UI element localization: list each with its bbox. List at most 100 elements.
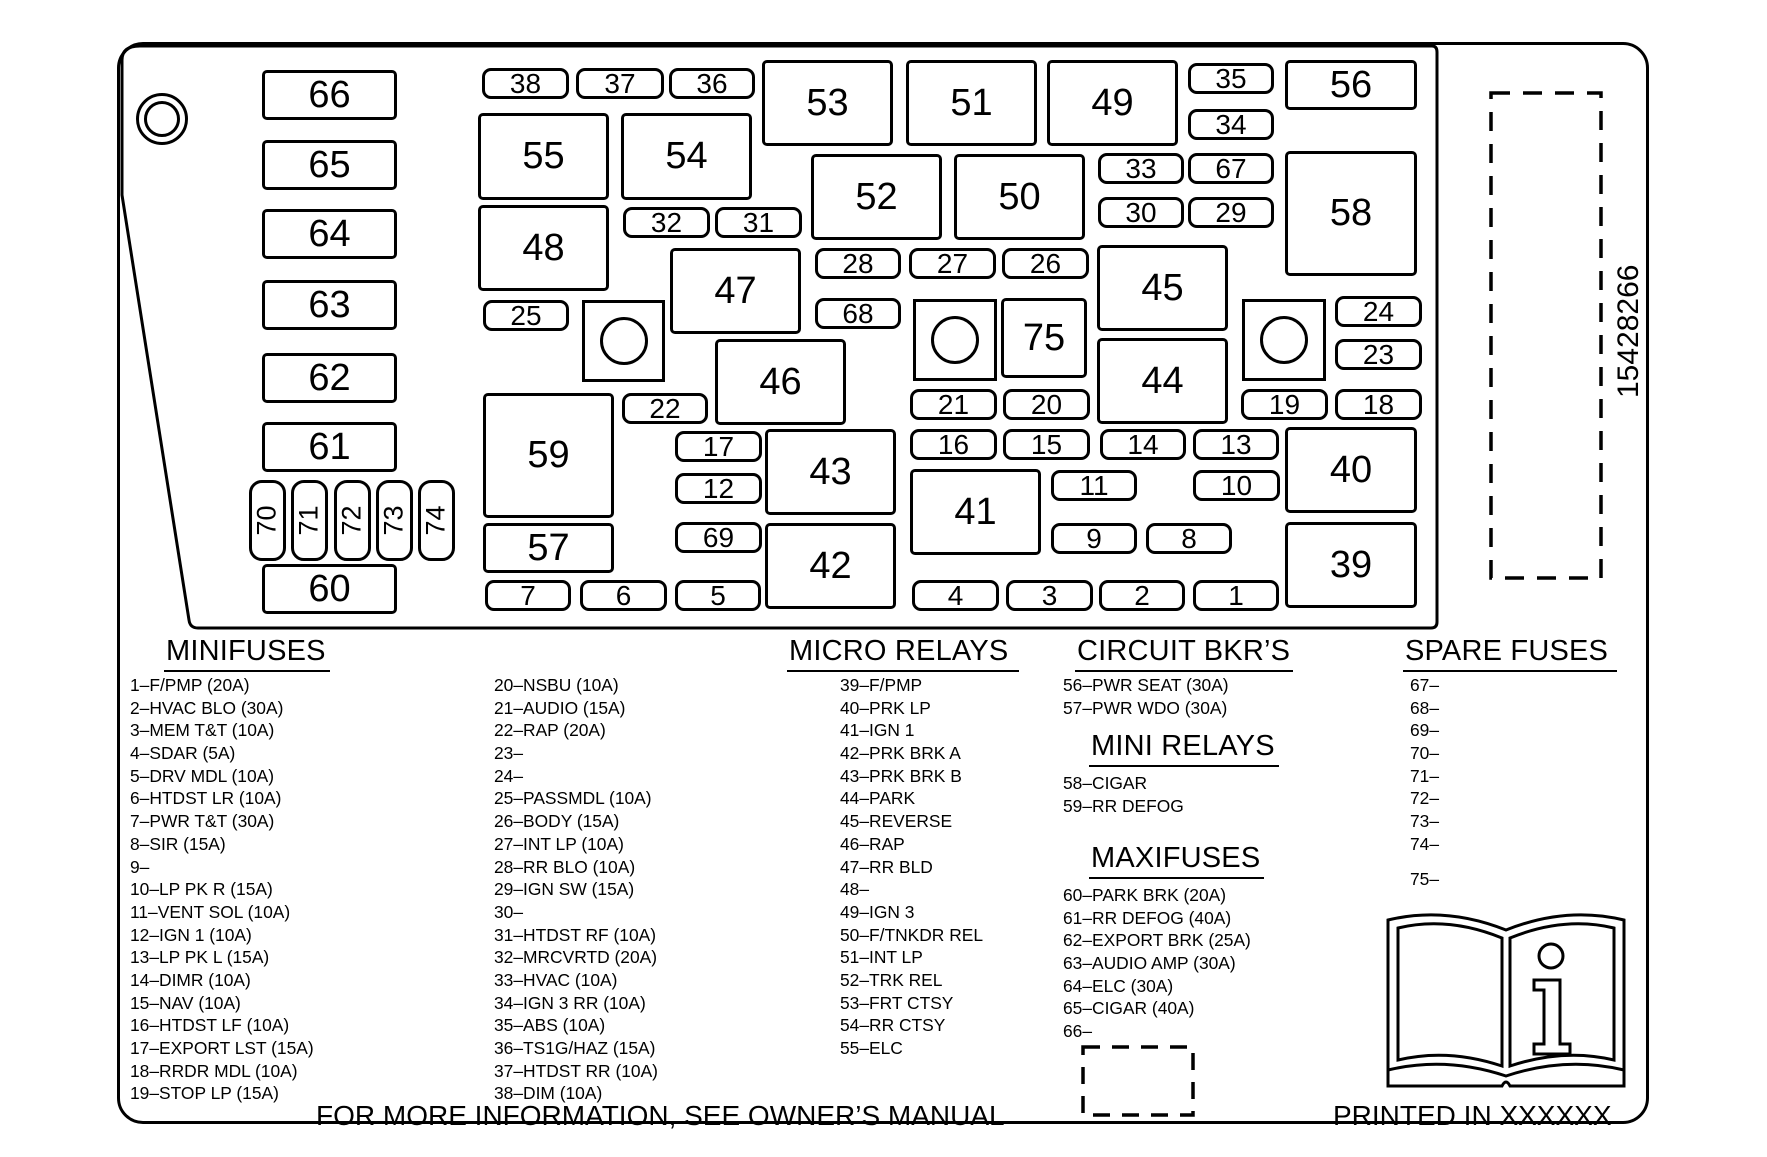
list-item: 55–ELC xyxy=(840,1038,903,1058)
minifuse-18: 18 xyxy=(1335,389,1422,420)
relay-or-maxifuse-57: 57 xyxy=(483,523,614,573)
owners-manual-icon xyxy=(1386,913,1626,1088)
minifuse-20: 20 xyxy=(1003,389,1090,420)
minifuse-21: 21 xyxy=(910,389,997,420)
list-item: 67– xyxy=(1410,675,1440,695)
relay-or-maxifuse-label: 61 xyxy=(308,425,351,468)
list-item: 27–INT LP (10A) xyxy=(494,833,624,854)
list-item: 58–CIGAR xyxy=(1063,773,1148,793)
minifuse-label: 26 xyxy=(1029,247,1062,279)
relay-or-maxifuse-label: 51 xyxy=(950,81,993,124)
minifuse-12: 12 xyxy=(675,473,762,504)
list-item: 43–PRK BRK B xyxy=(840,765,962,786)
list-item: 7–PWR T&T (30A) xyxy=(130,811,275,832)
relay-or-maxifuse-44: 44 xyxy=(1097,338,1228,424)
list-item: 1–F/PMP (20A) xyxy=(130,675,250,695)
relay-or-maxifuse-label: 50 xyxy=(998,175,1041,218)
minifuse-31: 31 xyxy=(715,207,802,238)
relay-or-maxifuse-label: 41 xyxy=(954,490,997,533)
spare-fuses-list: 67–68–69–70–71–72–73–74– xyxy=(1410,674,1439,856)
minifuse-37: 37 xyxy=(576,68,664,99)
list-item: 12–IGN 1 (10A) xyxy=(130,924,252,945)
relay-or-maxifuse-63: 63 xyxy=(262,280,397,330)
relay-or-maxifuse-60: 60 xyxy=(262,564,397,614)
minifuse-10: 10 xyxy=(1193,470,1280,501)
list-item: 48– xyxy=(840,879,870,900)
relay-or-maxifuse-75: 75 xyxy=(1001,298,1087,378)
relay-or-maxifuse-46: 46 xyxy=(715,339,846,425)
minifuse-label: 6 xyxy=(615,579,632,611)
relay-or-maxifuse-62: 62 xyxy=(262,353,397,403)
list-item: 23– xyxy=(494,743,524,764)
minifuse-23: 23 xyxy=(1335,339,1422,370)
relay-or-maxifuse-45: 45 xyxy=(1097,245,1228,331)
relay-or-maxifuse-label: 43 xyxy=(809,450,852,493)
minifuse-24: 24 xyxy=(1335,296,1422,327)
list-item: 30– xyxy=(494,901,524,922)
minifuse-label: 14 xyxy=(1127,428,1159,460)
spare-fuse-slot-73: 73 xyxy=(376,480,413,561)
list-item: 60–PARK BRK (20A) xyxy=(1063,885,1227,905)
minifuse-30: 30 xyxy=(1098,197,1184,228)
list-item: 8–SIR (15A) xyxy=(130,833,226,854)
minifuse-label: 13 xyxy=(1220,428,1252,460)
minifuse-35: 35 xyxy=(1188,63,1274,94)
list-item: 38–DIM (10A) xyxy=(494,1083,603,1104)
list-item: 33–HVAC (10A) xyxy=(494,969,618,990)
list-item: 19–STOP LP (15A) xyxy=(130,1083,279,1104)
list-item: 40–PRK LP xyxy=(840,697,931,718)
list-item: 65–CIGAR (40A) xyxy=(1063,998,1195,1019)
list-item: 36–TS1G/HAZ (15A) xyxy=(494,1038,656,1058)
list-item: 20–NSBU (10A) xyxy=(494,675,619,695)
minifuse-4: 4 xyxy=(912,580,999,611)
list-item: 62–EXPORT BRK (25A) xyxy=(1063,930,1251,951)
maxifuses-title: MAXIFUSES xyxy=(1091,842,1261,874)
list-item: 28–RR BLO (10A) xyxy=(494,856,636,877)
minifuse-28: 28 xyxy=(815,248,901,279)
relay-or-maxifuse-label: 42 xyxy=(809,544,852,587)
list-item: 69– xyxy=(1410,720,1440,741)
relay-or-maxifuse-label: 52 xyxy=(855,175,898,218)
relay-or-maxifuse-label: 59 xyxy=(527,434,570,476)
list-item: 59–RR DEFOG xyxy=(1063,795,1184,816)
minifuse-label: 2 xyxy=(1134,579,1150,611)
relay-or-maxifuse-label: 64 xyxy=(308,212,351,255)
minifuse-5: 5 xyxy=(675,580,761,611)
minifuse-27: 27 xyxy=(909,248,996,279)
minifuse-label: 28 xyxy=(842,247,874,279)
list-item: 17–EXPORT LST (15A) xyxy=(130,1038,314,1058)
minifuse-label: 33 xyxy=(1125,152,1157,184)
relay-or-maxifuse-64: 64 xyxy=(262,209,397,259)
list-item: 4–SDAR (5A) xyxy=(130,743,236,764)
relay-or-maxifuse-label: 56 xyxy=(1329,63,1373,106)
minifuse-label: 7 xyxy=(520,579,536,611)
minifuse-label: 19 xyxy=(1268,388,1301,420)
minifuse-label: 15 xyxy=(1030,428,1063,460)
minifuse-label: 27 xyxy=(936,247,969,279)
spare-fuse-slot-label: 71 xyxy=(293,505,324,536)
list-item: 52–TRK REL xyxy=(840,969,943,990)
mounting-hole-icon xyxy=(136,93,188,145)
list-item: 74– xyxy=(1410,833,1440,854)
minifuse-label: 11 xyxy=(1079,469,1109,501)
minifuse-label: 68 xyxy=(842,297,874,329)
relay-or-maxifuse-61: 61 xyxy=(262,422,397,472)
relay-or-maxifuse-label: 44 xyxy=(1141,359,1184,402)
relay-or-maxifuse-label: 63 xyxy=(308,283,351,326)
minifuse-6: 6 xyxy=(580,580,667,611)
list-item: 11–VENT SOL (10A) xyxy=(130,901,291,922)
minifuse-label: 18 xyxy=(1362,388,1395,420)
relay-or-maxifuse-51: 51 xyxy=(906,60,1037,146)
list-item: 21–AUDIO (15A) xyxy=(494,697,626,718)
minifuse-label: 23 xyxy=(1362,338,1395,370)
minifuse-label: 8 xyxy=(1181,522,1197,554)
list-item: 47–RR BLD xyxy=(840,856,933,877)
circuit-bkrs-title: CIRCUIT BKR’S xyxy=(1077,635,1291,667)
relay-or-maxifuse-52: 52 xyxy=(811,154,942,240)
list-item: 29–IGN SW (15A) xyxy=(494,879,635,900)
list-item: 5–DRV MDL (10A) xyxy=(130,765,275,786)
relay-or-maxifuse-53: 53 xyxy=(762,60,893,146)
list-item: 73– xyxy=(1410,811,1440,832)
list-item: 57–PWR WDO (30A) xyxy=(1063,697,1228,718)
list-item: 37–HTDST RR (10A) xyxy=(494,1060,658,1081)
